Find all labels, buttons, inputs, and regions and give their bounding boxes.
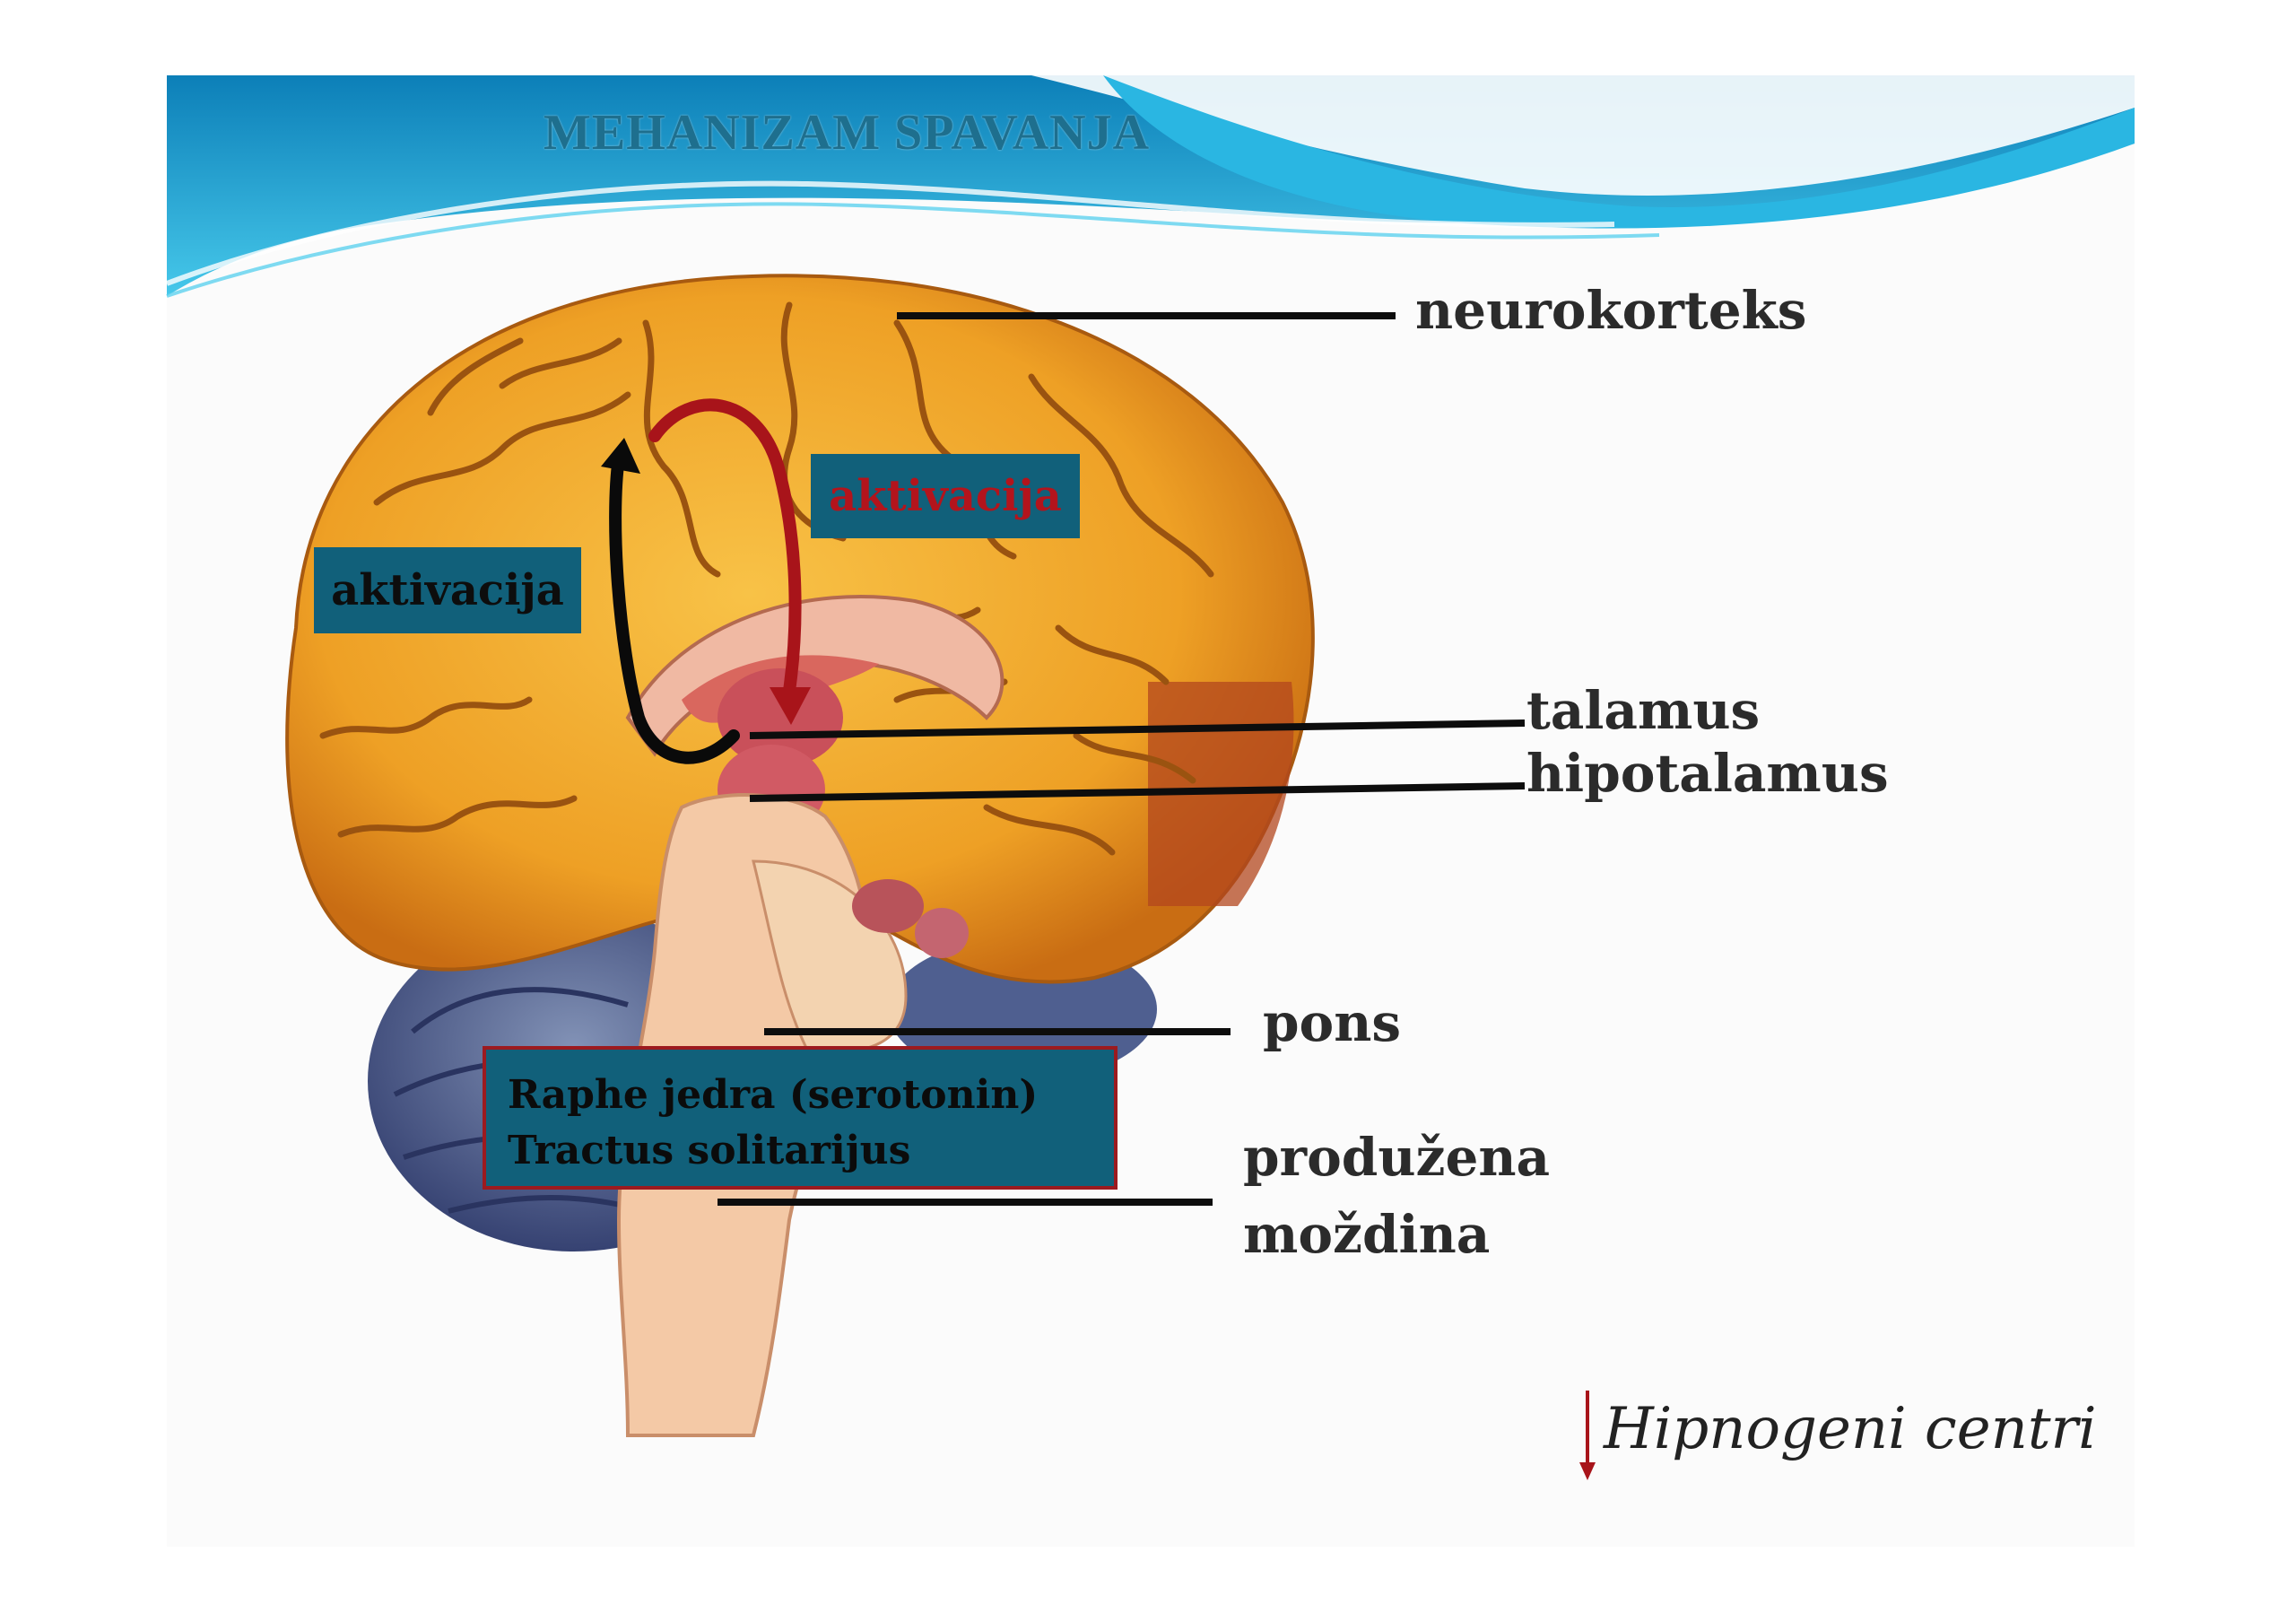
arrowhead-black — [601, 438, 640, 474]
pointer-hipotalamus — [749, 782, 1526, 802]
activation-box-red: aktivacija — [811, 454, 1080, 538]
raphe-box: Raphe jedra (serotonin) Tractus solitari… — [483, 1046, 1118, 1190]
hipnogeni-text: Hipnogeni centri — [1604, 1396, 2097, 1462]
raphe-line1: Raphe jedra (serotonin) — [508, 1072, 1039, 1118]
activation-arrows — [601, 398, 811, 764]
arrowhead-red — [770, 687, 811, 725]
header-wave — [165, 75, 2135, 298]
slide-title: MEHANIZAM SPAVANJA — [544, 105, 1151, 161]
hipnogeni-label: Hipnogeni centri — [1580, 1396, 2097, 1462]
label-produzena-line1: produžena — [1243, 1127, 1551, 1188]
label-talamus: talamus — [1526, 680, 1761, 741]
hipnogeni-arrow-icon — [1579, 1391, 1596, 1480]
cerebral-cortex — [285, 274, 1315, 1437]
label-hipotalamus: hipotalamus — [1526, 743, 1889, 804]
label-produzena-line2: moždina — [1243, 1204, 1491, 1265]
label-neurokorteks: neurokorteks — [1415, 280, 1807, 341]
label-pons: pons — [1263, 992, 1402, 1053]
pointer-lines — [718, 312, 1526, 1206]
pointer-talamus — [749, 719, 1526, 739]
activation-box-black: aktivacija — [314, 547, 581, 633]
activation-arrow-red — [648, 398, 802, 697]
raphe-line2: Tractus solitarijus — [508, 1128, 911, 1173]
activation-arrow-black — [609, 451, 740, 764]
